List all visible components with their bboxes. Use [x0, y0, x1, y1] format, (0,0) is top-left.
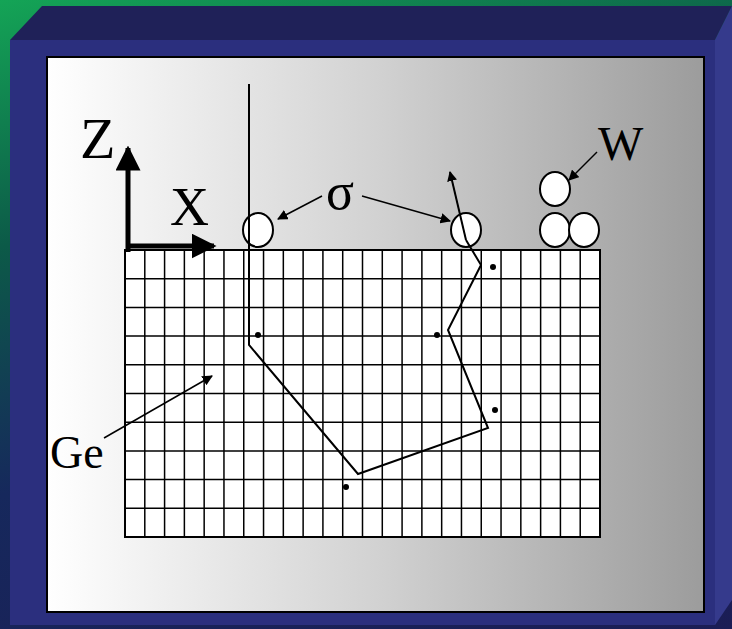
- atom: [569, 213, 599, 247]
- z-axis: [126, 148, 131, 252]
- frame-face: [10, 40, 715, 625]
- axis-label: Z: [80, 110, 115, 168]
- lattice-line: [125, 508, 600, 510]
- collision-dot: [490, 264, 496, 270]
- ion-trajectory: [249, 84, 488, 474]
- lattice-line: [125, 393, 600, 395]
- lattice-line: [125, 364, 600, 366]
- leader-arrow: [569, 152, 597, 180]
- collision-dot: [343, 484, 349, 490]
- leader-arrow: [104, 376, 212, 438]
- lattice-line: [125, 421, 600, 423]
- x-axis: [126, 244, 214, 249]
- panel: [47, 57, 704, 612]
- sputter-arrow: [450, 172, 466, 240]
- element-label: W: [598, 120, 643, 168]
- lattice-line: [125, 450, 600, 452]
- collision-dot: [492, 407, 498, 413]
- axis-label: X: [170, 180, 209, 234]
- atom: [243, 213, 273, 247]
- atom: [540, 172, 570, 206]
- element-label: Ge: [50, 430, 104, 476]
- lattice-line: [125, 335, 600, 337]
- lattice-sites: [255, 264, 498, 490]
- atom: [540, 213, 570, 247]
- collision-dot: [255, 332, 261, 338]
- leader-arrow: [278, 196, 322, 219]
- frame-top: [10, 6, 732, 40]
- frame-side: [715, 6, 732, 625]
- lattice-line: [125, 307, 600, 309]
- symbol-label: σ: [326, 166, 354, 218]
- lattice-line: [125, 479, 600, 481]
- lattice-block: [125, 250, 600, 537]
- leader-arrow: [362, 196, 450, 221]
- atoms: [243, 172, 599, 247]
- germanium-lattice: [125, 250, 600, 537]
- lattice-line: [125, 278, 600, 280]
- collision-dot: [434, 332, 440, 338]
